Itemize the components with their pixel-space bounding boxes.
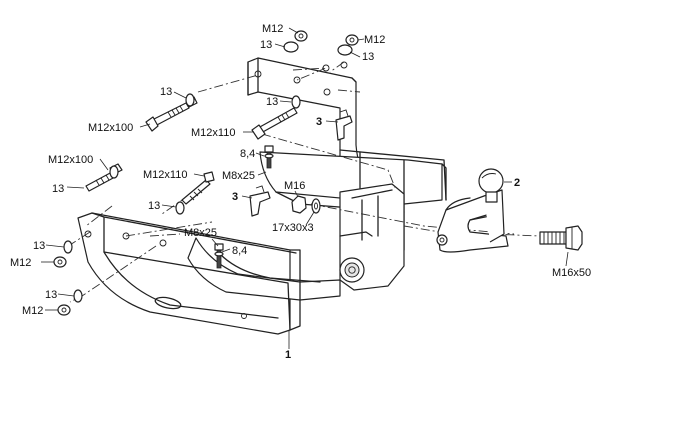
tow-ball bbox=[436, 168, 509, 253]
label-bolt-m16x50: M16x50 bbox=[552, 267, 591, 279]
label-washer-13-d: 13 bbox=[266, 96, 278, 108]
label-washer-17x30x3: 17x30x3 bbox=[272, 222, 314, 234]
label-bolt-m8x25-a: M8x25 bbox=[222, 170, 255, 182]
label-washer-13-g: 13 bbox=[33, 240, 45, 252]
label-nut-m12-top-left: M12 bbox=[262, 23, 283, 35]
callout-labels: M12 13 M12 13 13 13 M12x100 M12x110 3 8,… bbox=[10, 23, 591, 361]
label-washer-13-c: 13 bbox=[160, 86, 172, 98]
label-part-2: 2 bbox=[514, 177, 520, 189]
leader-lines bbox=[41, 27, 569, 349]
tow-bar-frame bbox=[77, 57, 447, 335]
bolt-m16x50 bbox=[539, 225, 583, 251]
bolt-m12x110-lower bbox=[181, 171, 215, 205]
label-washer-13-b: 13 bbox=[362, 51, 374, 63]
label-bolt-m12x110-a: M12x110 bbox=[191, 127, 235, 139]
label-nut-m12-left-mid: M12 bbox=[10, 257, 31, 269]
label-washer-8-4-a: 8,4 bbox=[240, 148, 255, 160]
label-bolt-m12x100-top: M12x100 bbox=[88, 122, 133, 134]
label-washer-13-a: 13 bbox=[260, 39, 272, 51]
label-bolt-m12x110-b: M12x110 bbox=[143, 169, 187, 181]
bolt-m12x110-upper bbox=[251, 107, 298, 140]
label-part-3-a: 3 bbox=[316, 116, 322, 128]
label-washer-13-f: 13 bbox=[148, 200, 160, 212]
label-bolt-m8x25-b: M8x25 bbox=[184, 227, 217, 239]
label-bolt-m12x100-left: M12x100 bbox=[48, 154, 93, 166]
label-nut-m12-top-right: M12 bbox=[364, 34, 385, 46]
label-washer-8-4-b: 8,4 bbox=[232, 245, 247, 257]
label-part-1: 1 bbox=[285, 349, 291, 361]
label-part-3-b: 3 bbox=[232, 191, 238, 203]
label-washer-13-e: 13 bbox=[52, 183, 64, 195]
label-nut-m12-left-low: M12 bbox=[22, 305, 43, 317]
label-washer-13-h: 13 bbox=[45, 289, 57, 301]
label-nut-m16: M16 bbox=[284, 180, 305, 192]
